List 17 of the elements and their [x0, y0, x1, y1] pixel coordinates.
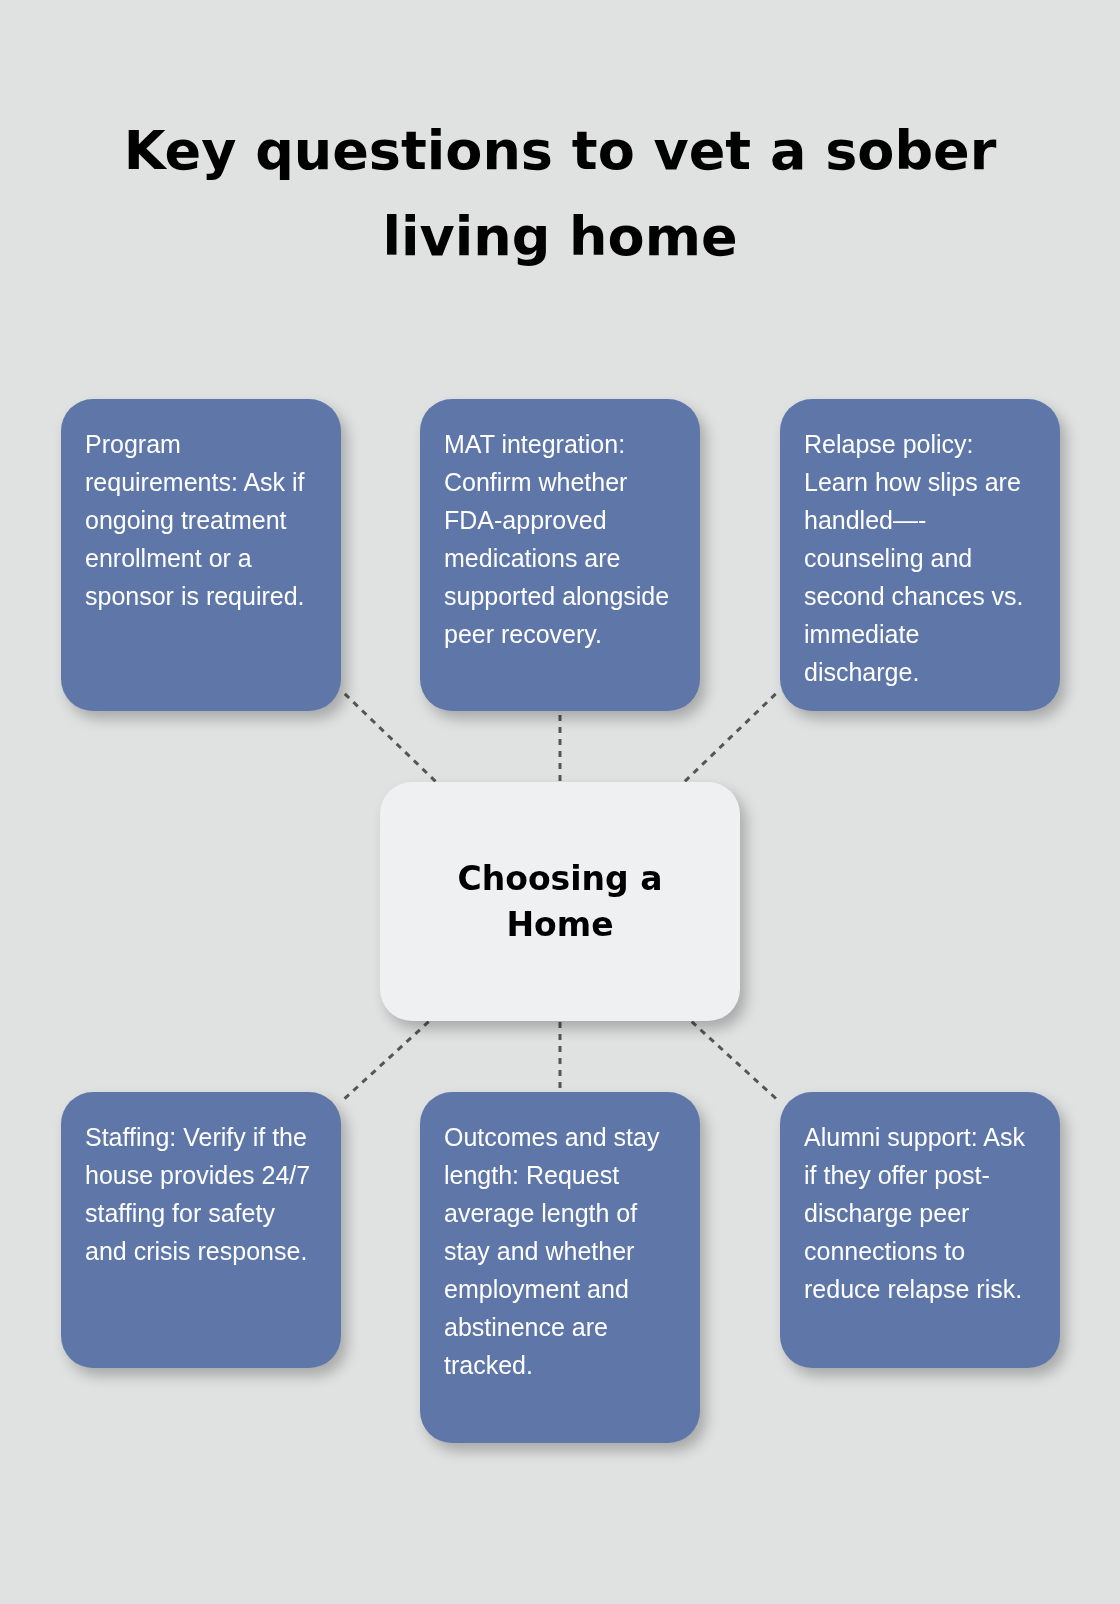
question-text: Relapse policy: Learn how slips are handled—-counseling and second chances vs. immediate discharge.	[804, 429, 1025, 688]
question-card	[420, 399, 700, 711]
question-text: Staffing: Verify if the house provides 24/7 staffing for safety and crisis response.	[85, 1122, 312, 1267]
question-card	[780, 1092, 1060, 1368]
question-card	[61, 399, 341, 711]
central-topic-box	[380, 782, 740, 1021]
question-card	[420, 1092, 700, 1443]
dashed-connector	[558, 712, 562, 781]
dashed-connector	[558, 1022, 562, 1091]
question-text: Alumni support: Ask if they offer post-discharge peer connections to reduce relapse risk.	[804, 1122, 1026, 1305]
question-text: Program requirements: Ask if ongoing treatment enrollment or a sponsor is required.	[85, 429, 306, 612]
question-card	[780, 399, 1060, 711]
question-text: Outcomes and stay length: Request average length of stay and whether employment and abstinence are tracked.	[444, 1122, 661, 1381]
question-text: MAT integration: Confirm whether FDA-approved medications are supported alongside peer recovery.	[444, 429, 671, 650]
question-card	[61, 1092, 341, 1368]
title: Key questions to vet a sober living home	[122, 118, 998, 270]
topic-text: Choosing a Home	[456, 857, 664, 946]
